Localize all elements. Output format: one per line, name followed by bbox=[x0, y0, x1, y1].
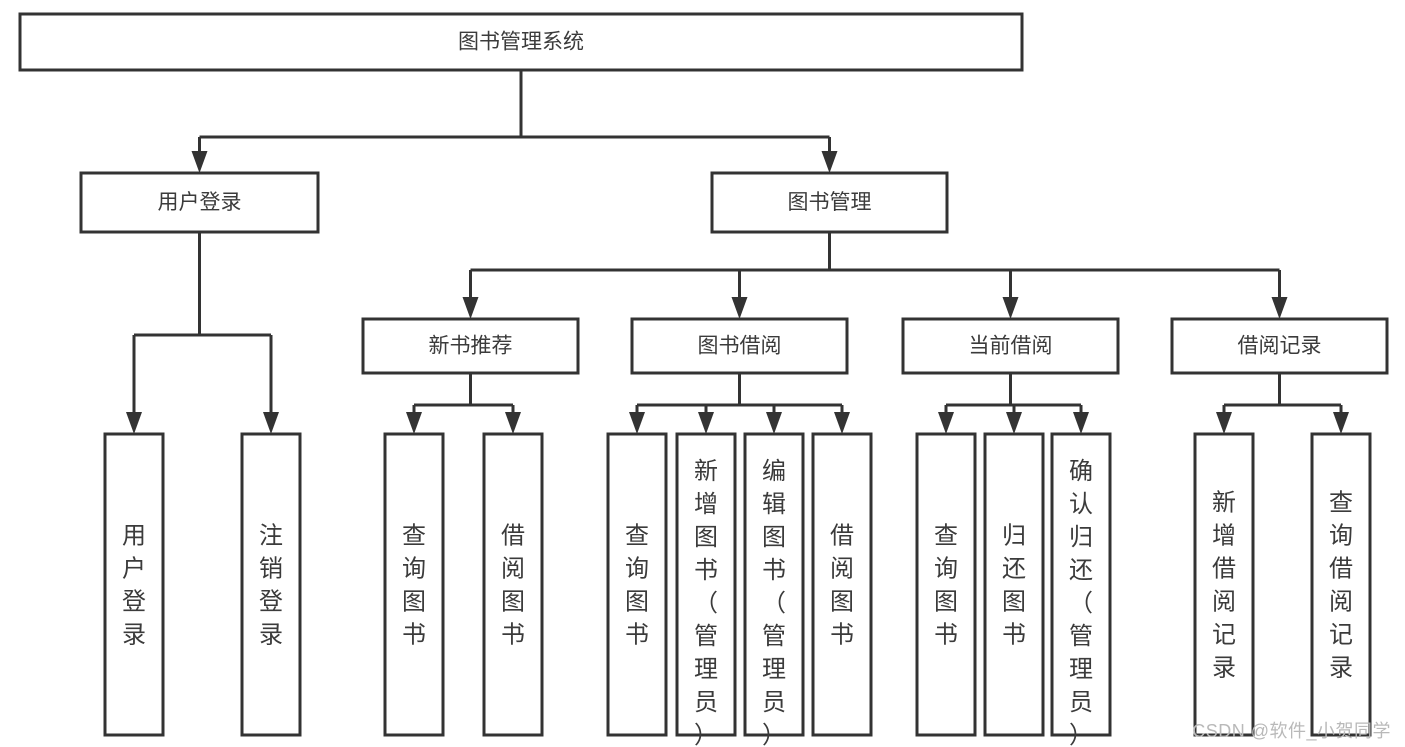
node-box[interactable] bbox=[915, 432, 977, 737]
node-label: 图书管理系统 bbox=[458, 31, 584, 54]
watermark-text: CSDN @软件_小贺同学 bbox=[1192, 721, 1391, 741]
node-归还图书[interactable]: 归还图书 bbox=[983, 432, 1045, 737]
arrow-head-icon bbox=[505, 412, 521, 434]
arrow-head-icon bbox=[1271, 297, 1288, 319]
arrow-head-icon bbox=[406, 412, 422, 434]
node-用户登录[interactable]: 用户登录 bbox=[79, 171, 320, 234]
node-label: 确认归还（管理员） bbox=[1069, 458, 1093, 747]
node-图书管理[interactable]: 图书管理 bbox=[710, 171, 949, 234]
node-label: 借阅图书 bbox=[501, 523, 525, 649]
node-借阅图书[interactable]: 借阅图书 bbox=[811, 432, 873, 737]
node-注销登录[interactable]: 注销登录 bbox=[240, 432, 302, 737]
edge-group-用户登录 bbox=[126, 232, 279, 434]
node-label: 用户登录 bbox=[158, 191, 242, 214]
node-label: 查询图书 bbox=[625, 523, 649, 649]
arrow-head-icon bbox=[629, 412, 645, 434]
arrow-head-icon bbox=[191, 151, 208, 173]
node-box[interactable] bbox=[811, 432, 873, 737]
node-确认归还管理员[interactable]: 确认归还（管理员） bbox=[1050, 432, 1112, 747]
node-box[interactable] bbox=[1170, 317, 1389, 375]
arrow-head-icon bbox=[263, 412, 279, 434]
node-查询借阅记录[interactable]: 查询借阅记录 bbox=[1310, 432, 1372, 737]
node-box[interactable] bbox=[1050, 432, 1112, 737]
node-图书借阅[interactable]: 图书借阅 bbox=[630, 317, 849, 375]
node-box[interactable] bbox=[361, 317, 580, 375]
node-新增图书管理员[interactable]: 新增图书（管理员） bbox=[675, 432, 737, 747]
node-box[interactable] bbox=[18, 12, 1024, 72]
arrow-head-icon bbox=[938, 412, 954, 434]
edge-group-借阅记录 bbox=[1216, 373, 1349, 434]
node-box[interactable] bbox=[675, 432, 737, 737]
node-label: 归还图书 bbox=[1002, 523, 1026, 649]
node-新增借阅记录[interactable]: 新增借阅记录 bbox=[1193, 432, 1255, 737]
node-box[interactable] bbox=[1310, 432, 1372, 737]
node-box[interactable] bbox=[1193, 432, 1255, 737]
node-box[interactable] bbox=[103, 432, 165, 737]
node-box[interactable] bbox=[983, 432, 1045, 737]
arrow-head-icon bbox=[834, 412, 850, 434]
node-label: 新增图书（管理员） bbox=[694, 458, 718, 747]
node-label: 用户登录 bbox=[122, 523, 146, 649]
node-box[interactable] bbox=[710, 171, 949, 234]
node-查询图书[interactable]: 查询图书 bbox=[606, 432, 668, 737]
node-借阅记录[interactable]: 借阅记录 bbox=[1170, 317, 1389, 375]
arrow-head-icon bbox=[1073, 412, 1089, 434]
node-label: 查询图书 bbox=[934, 523, 958, 649]
node-label: 注销登录 bbox=[259, 523, 283, 649]
node-label: 借阅记录 bbox=[1238, 335, 1322, 358]
arrow-head-icon bbox=[126, 412, 142, 434]
edge-group-新书推荐 bbox=[406, 373, 521, 434]
node-label: 查询借阅记录 bbox=[1329, 490, 1353, 682]
arrow-head-icon bbox=[1216, 412, 1232, 434]
edge-group-图书管理 bbox=[462, 232, 1288, 319]
arrow-head-icon bbox=[1006, 412, 1022, 434]
edge-group-图书管理系统 bbox=[191, 70, 838, 173]
node-box[interactable] bbox=[743, 432, 805, 737]
node-label: 新书推荐 bbox=[429, 335, 513, 358]
node-用户登录[interactable]: 用户登录 bbox=[103, 432, 165, 737]
node-编辑图书管理员[interactable]: 编辑图书（管理员） bbox=[743, 432, 805, 747]
node-借阅图书[interactable]: 借阅图书 bbox=[482, 432, 544, 737]
node-box[interactable] bbox=[630, 317, 849, 375]
node-box[interactable] bbox=[240, 432, 302, 737]
node-label: 借阅图书 bbox=[830, 523, 854, 649]
arrow-head-icon bbox=[731, 297, 748, 319]
node-查询图书[interactable]: 查询图书 bbox=[383, 432, 445, 737]
node-label: 新增借阅记录 bbox=[1212, 490, 1236, 682]
arrow-head-icon bbox=[1002, 297, 1019, 319]
node-label: 图书借阅 bbox=[698, 335, 782, 358]
node-box[interactable] bbox=[901, 317, 1120, 375]
node-label: 查询图书 bbox=[402, 523, 426, 649]
node-box[interactable] bbox=[482, 432, 544, 737]
node-label: 图书管理 bbox=[788, 191, 872, 214]
node-当前借阅[interactable]: 当前借阅 bbox=[901, 317, 1120, 375]
node-box[interactable] bbox=[79, 171, 320, 234]
node-图书管理系统[interactable]: 图书管理系统 bbox=[18, 12, 1024, 72]
node-box[interactable] bbox=[606, 432, 668, 737]
arrow-head-icon bbox=[766, 412, 782, 434]
node-label: 编辑图书（管理员） bbox=[762, 458, 786, 747]
edge-group-图书借阅 bbox=[629, 373, 850, 434]
arrow-head-icon bbox=[462, 297, 479, 319]
node-label: 当前借阅 bbox=[969, 335, 1053, 358]
arrow-head-icon bbox=[698, 412, 714, 434]
node-layer: 图书管理系统用户登录图书管理新书推荐图书借阅当前借阅借阅记录用户登录注销登录查询… bbox=[18, 12, 1389, 747]
edge-group-当前借阅 bbox=[938, 373, 1089, 434]
node-新书推荐[interactable]: 新书推荐 bbox=[361, 317, 580, 375]
edge-layer bbox=[126, 70, 1349, 434]
arrow-head-icon bbox=[821, 151, 838, 173]
arrow-head-icon bbox=[1333, 412, 1349, 434]
node-box[interactable] bbox=[383, 432, 445, 737]
node-查询图书[interactable]: 查询图书 bbox=[915, 432, 977, 737]
